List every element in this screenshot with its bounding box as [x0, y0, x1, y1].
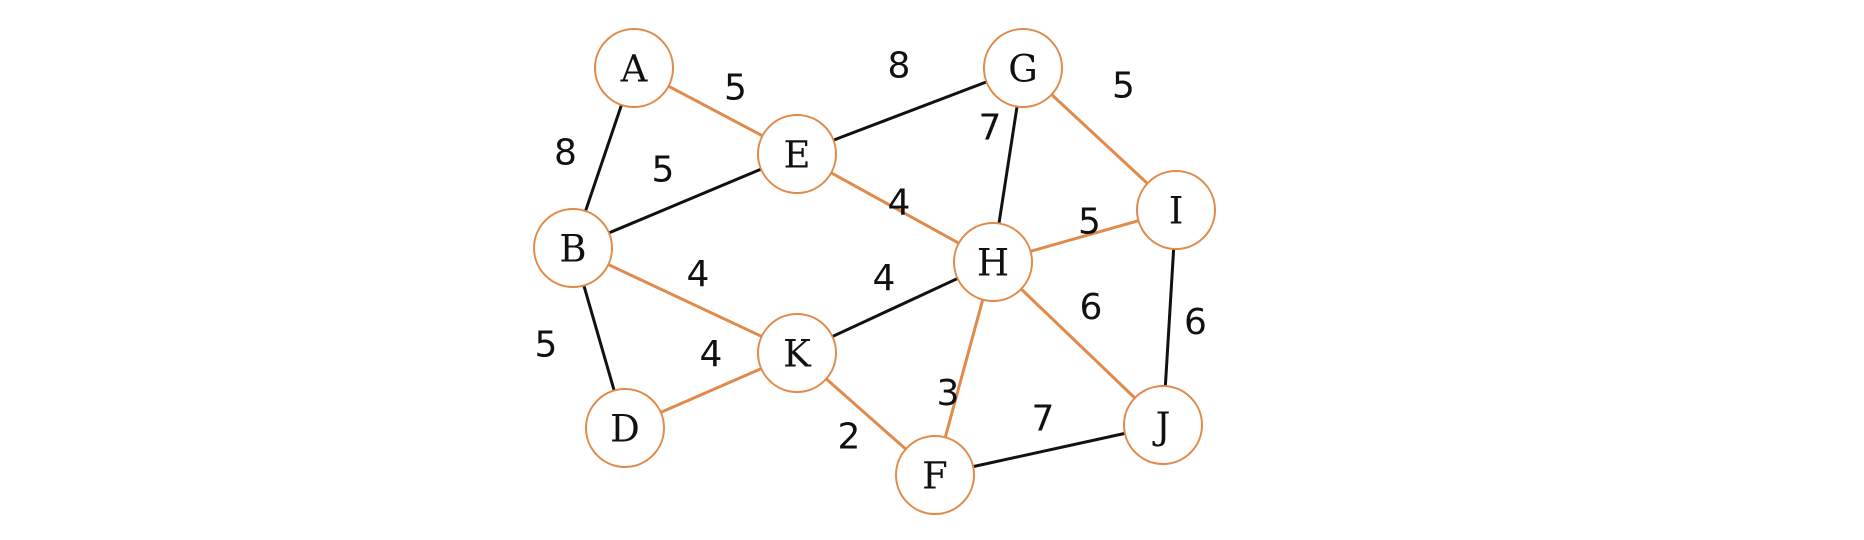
edge-e-g	[831, 80, 989, 142]
node-label-f: F	[922, 455, 948, 498]
node-f: F	[895, 435, 975, 515]
node-h: H	[953, 222, 1033, 302]
node-b: B	[533, 208, 613, 288]
edge-weight-h-f: 3	[937, 373, 960, 414]
edge-weight-e-h: 4	[888, 183, 911, 224]
node-label-e: E	[783, 134, 810, 177]
node-label-j: J	[1152, 405, 1171, 448]
nodes-layer: A B D E F G H I J K	[533, 28, 1216, 515]
node-circle-d	[585, 388, 665, 468]
edge-h-j	[1019, 287, 1137, 400]
node-label-k: K	[783, 333, 812, 376]
edge-weight-g-h: 7	[979, 108, 1002, 149]
edge-h-i	[1029, 219, 1140, 253]
edge-g-h	[997, 105, 1019, 225]
node-circle-f	[895, 435, 975, 515]
edge-weight-d-k: 4	[700, 334, 723, 375]
edge-weight-k-f: 2	[838, 417, 861, 458]
edge-i-j	[1163, 247, 1176, 388]
edge-weight-e-g: 8	[888, 46, 911, 87]
node-k: K	[757, 313, 837, 393]
node-label-a: A	[620, 48, 649, 91]
edge-k-h	[830, 276, 960, 339]
edge-weight-f-j: 7	[1032, 399, 1055, 440]
node-circle-a	[594, 28, 674, 108]
edge-a-b	[584, 103, 623, 213]
node-circle-g	[983, 28, 1063, 108]
node-label-g: G	[1008, 48, 1038, 91]
edge-weight-h-i: 5	[1078, 202, 1101, 243]
edge-a-e	[666, 84, 765, 138]
node-circle-e	[757, 114, 837, 194]
edge-weight-i-j: 6	[1184, 302, 1207, 343]
edge-b-e	[607, 167, 763, 235]
edge-weight-h-j: 6	[1080, 287, 1103, 328]
node-circle-j	[1123, 385, 1203, 465]
edge-weight-g-i: 5	[1112, 66, 1135, 107]
node-e: E	[757, 114, 837, 194]
edge-weight-a-e: 5	[724, 68, 747, 109]
edge-e-h	[829, 171, 961, 245]
edge-f-j	[971, 431, 1127, 469]
edge-weight-b-k: 4	[687, 254, 710, 295]
edges-layer	[582, 80, 1176, 469]
node-d: D	[585, 388, 665, 468]
edge-b-d	[582, 283, 616, 393]
node-label-d: D	[610, 408, 640, 451]
node-circle-b	[533, 208, 613, 288]
edge-d-k	[659, 367, 763, 414]
edge-weight-b-d: 5	[535, 325, 558, 366]
node-label-b: B	[559, 228, 586, 271]
node-circle-h	[953, 222, 1033, 302]
node-label-h: H	[977, 242, 1009, 285]
node-circle-k	[757, 313, 837, 393]
edge-g-i	[1050, 93, 1149, 185]
edge-h-f	[943, 298, 985, 439]
edge-weights-layer: 5 8 8 5 5 7 4 4 5 4 5 4 6 6 3 2 7	[535, 46, 1207, 458]
node-g: G	[983, 28, 1063, 108]
node-a: A	[594, 28, 674, 108]
edge-weight-b-e: 5	[652, 150, 675, 191]
edge-k-f	[824, 377, 908, 451]
node-label-i: I	[1169, 190, 1184, 233]
edge-weight-a-b: 8	[554, 133, 577, 174]
edge-weight-k-h: 4	[873, 258, 896, 299]
edge-b-k	[606, 263, 764, 338]
node-circle-i	[1136, 170, 1216, 250]
node-i: I	[1136, 170, 1216, 250]
node-j: J	[1123, 385, 1203, 465]
